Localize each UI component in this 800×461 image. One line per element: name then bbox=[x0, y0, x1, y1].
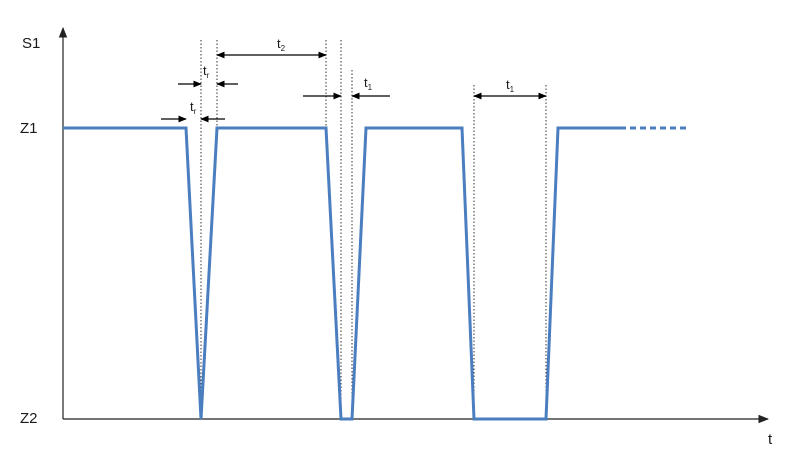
x-axis-label: t bbox=[768, 431, 773, 448]
y-axis-label: S1 bbox=[22, 35, 40, 52]
tr-upper-label: tr bbox=[203, 63, 210, 80]
t1-wide-label: t1 bbox=[506, 77, 515, 94]
level-low-label: Z2 bbox=[20, 410, 38, 427]
t1-narrow-label: t1 bbox=[364, 75, 373, 92]
t2-label: t2 bbox=[277, 36, 286, 53]
signal-waveform bbox=[63, 126, 620, 421]
level-high-label: Z1 bbox=[20, 120, 38, 137]
tr-lower-label: tr bbox=[190, 99, 197, 116]
